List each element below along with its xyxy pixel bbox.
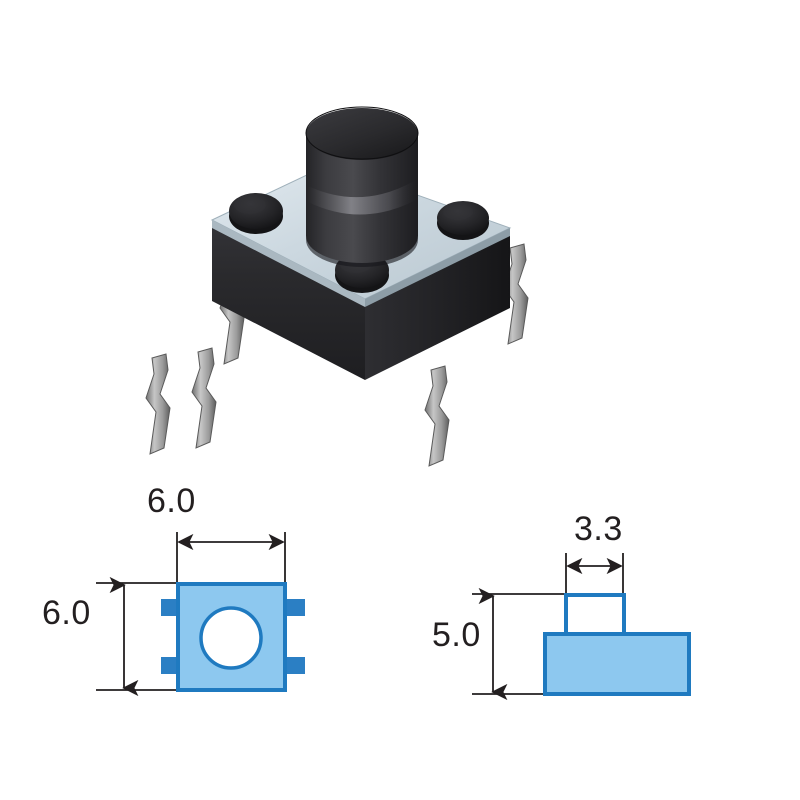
plate-edge-right — [365, 228, 510, 307]
product-photo-svg — [145, 106, 529, 467]
top-view-actuator-circle — [199, 606, 263, 670]
plate-edge-front — [212, 220, 365, 307]
side-view-height-label: 5.0 — [432, 616, 481, 654]
plate-rivet-right — [437, 201, 489, 240]
actuator-button — [305, 106, 419, 267]
terminal-right-top — [283, 599, 305, 616]
terminal-right-bottom — [283, 657, 305, 674]
switch-body-front — [212, 220, 365, 380]
switch-body-right-face — [365, 228, 510, 380]
top-view-svg — [96, 532, 305, 697]
top-view-height-label: 6.0 — [42, 594, 91, 632]
plate-rivet-left — [229, 193, 283, 234]
top-view-width-label: 6.0 — [147, 482, 196, 520]
side-view-drawing: 3.3 5.0 — [420, 490, 740, 730]
pin-front-left-outer — [191, 347, 217, 449]
pin-front-left — [145, 353, 171, 455]
pin-front-center — [424, 365, 450, 467]
side-view-body — [543, 632, 691, 696]
side-view-svg — [472, 553, 691, 701]
top-view-drawing: 6.0 6.0 — [30, 480, 360, 730]
side-view-actuator — [564, 593, 626, 637]
product-photo — [145, 106, 580, 467]
side-view-actuator-width-label: 3.3 — [574, 510, 623, 548]
